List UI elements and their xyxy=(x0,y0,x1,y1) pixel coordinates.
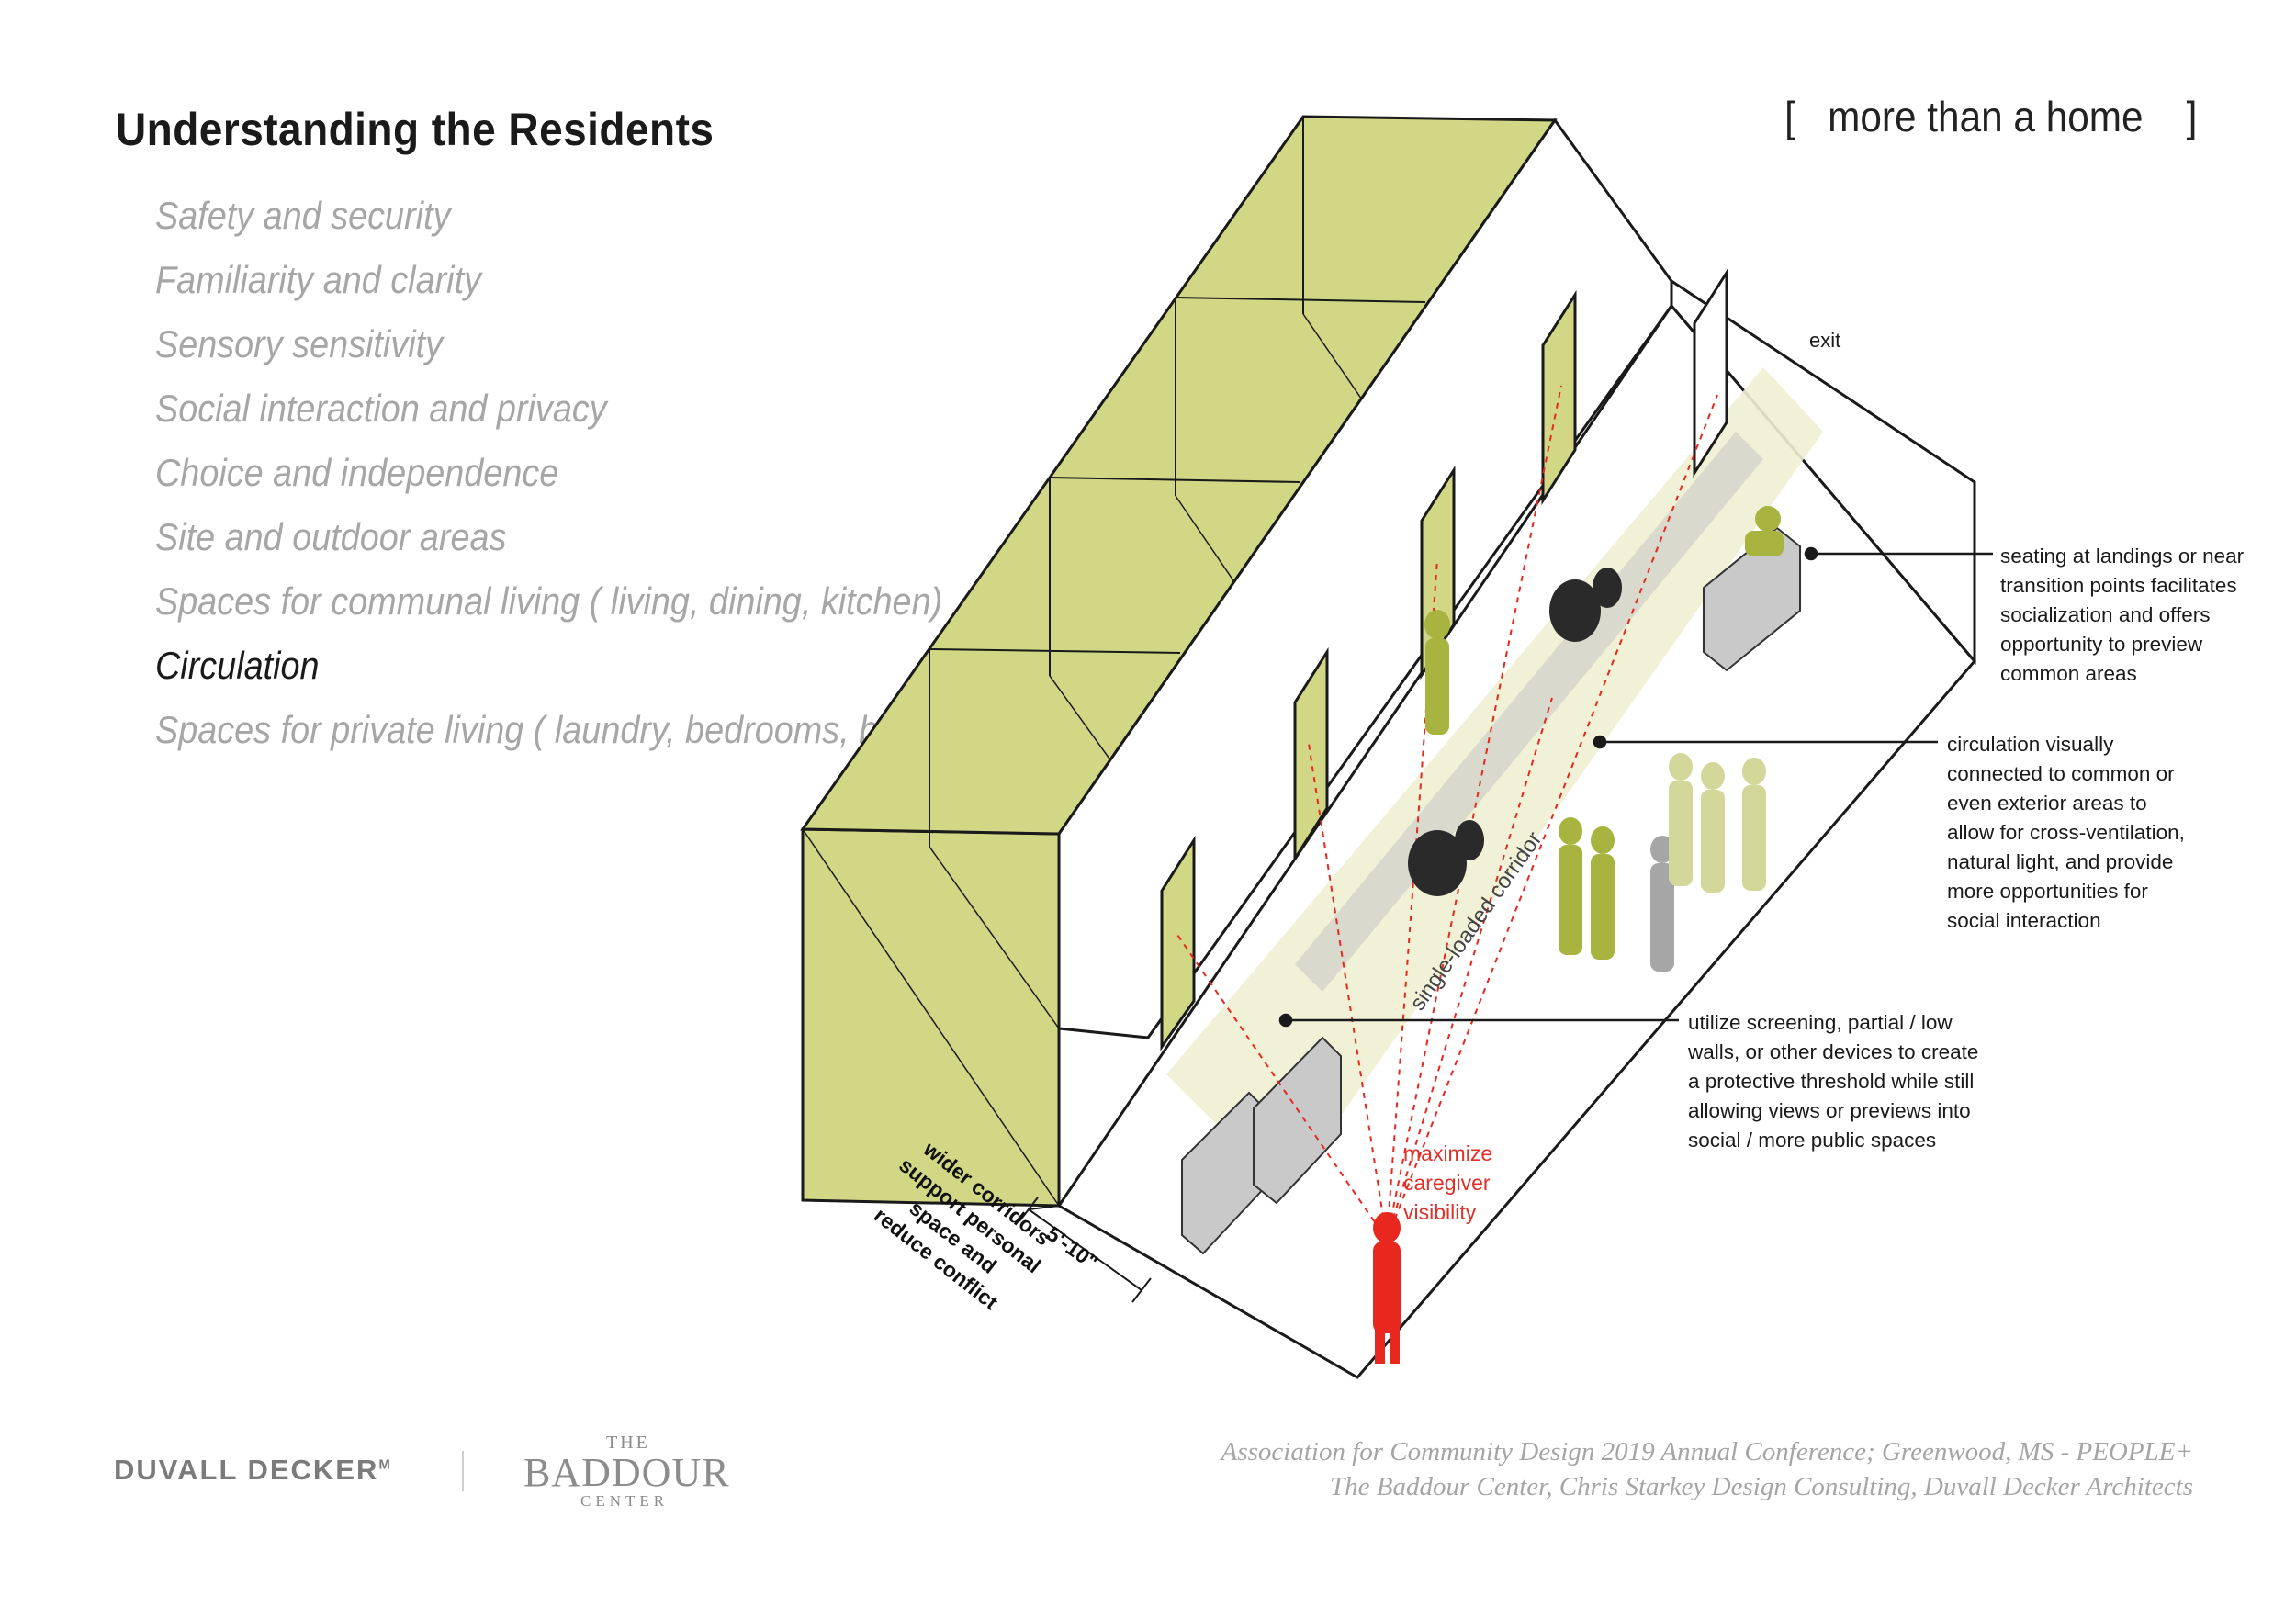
annotation-line: caregiver xyxy=(1403,1171,1491,1195)
annotation-line: seating at landings or near xyxy=(2000,545,2245,568)
topic-item: Safety and security xyxy=(155,194,451,237)
baddour-logo-name: BADDOUR xyxy=(523,1450,730,1495)
annotation-seating: seating at landings or near transition p… xyxy=(2000,542,2244,689)
leader-lines xyxy=(1278,546,1993,1028)
topic-item: Site and outdoor areas xyxy=(155,515,507,558)
exterior-wall xyxy=(1670,278,1976,666)
room-partition xyxy=(802,828,1060,1207)
topic-item-active: Circulation xyxy=(155,644,320,687)
annotation-line: a protective threshold while still xyxy=(1688,1070,1975,1093)
room-partition xyxy=(929,648,1181,654)
annotation-line: visibility xyxy=(1403,1200,1477,1224)
topic-item: Choice and independence xyxy=(155,451,559,494)
credits: Association for Community Design 2019 An… xyxy=(1221,1434,2193,1504)
annotation-screening: utilize screening, partial / low walls, … xyxy=(1688,1008,1978,1155)
annotation-line: walls, or other devices to create xyxy=(1688,1040,1979,1063)
duvall-decker-logo: DUVALL DECKERM xyxy=(114,1454,392,1487)
person-light xyxy=(1701,790,1725,893)
room-partition xyxy=(1175,297,1426,303)
annotation-line: circulation visually xyxy=(1947,733,2114,756)
annotation-line: utilize screening, partial / low xyxy=(1688,1011,1953,1034)
topic-list: Safety and security Familiarity and clar… xyxy=(155,184,1030,762)
bench-set xyxy=(1181,526,1801,1255)
annotation-line: social / more public spaces xyxy=(1688,1129,1937,1152)
duvall-decker-mark: M xyxy=(378,1456,392,1473)
duvall-decker-wordmark: DUVALL DECKER xyxy=(114,1454,379,1486)
person-light xyxy=(1669,781,1693,886)
annotation-line: maximize xyxy=(1403,1141,1493,1165)
annotation-line: more opportunities for xyxy=(1947,880,2148,903)
person-light xyxy=(1669,753,1693,781)
annotation-line: allowing views or previews into xyxy=(1688,1099,1971,1122)
person-green xyxy=(1424,610,1450,639)
person-green xyxy=(1559,817,1582,845)
annotation-caregiver: maximize caregiver visibility xyxy=(1403,1139,1492,1227)
annotation-line: allow for cross-ventilation, xyxy=(1947,821,2185,844)
person-seated xyxy=(1745,531,1784,556)
exit-label: exit xyxy=(1809,329,1841,352)
caregiver-figure xyxy=(1390,1322,1400,1364)
person-green xyxy=(1425,638,1449,735)
door xyxy=(1693,267,1728,478)
credits-line: Association for Community Design 2019 An… xyxy=(1221,1437,2193,1467)
annotation-line: social interaction xyxy=(1947,909,2101,932)
annotation-line: natural light, and provide xyxy=(1947,850,2174,873)
bench xyxy=(1253,1036,1342,1205)
page-title: Understanding the Residents xyxy=(116,104,715,155)
room-partition xyxy=(929,846,1060,1029)
person-seated xyxy=(1755,506,1781,532)
sightlines xyxy=(1175,385,1718,1241)
door xyxy=(1541,289,1577,506)
person-green xyxy=(1591,854,1615,960)
person-light xyxy=(1742,785,1766,891)
person-grey xyxy=(1650,863,1674,972)
person-green xyxy=(1559,845,1582,955)
dimension-line xyxy=(1019,1197,1152,1303)
tagline: [ more than a home ] xyxy=(1784,93,2197,140)
annotation-line: common areas xyxy=(2000,662,2137,685)
annotation-line: socialization and offers xyxy=(2000,603,2211,626)
person-grey xyxy=(1650,836,1674,863)
annotation-line: connected to common or xyxy=(1947,762,2175,785)
baddour-logo-the: THE xyxy=(606,1433,650,1453)
door xyxy=(1160,835,1196,1051)
credits-line: The Baddour Center, Chris Starkey Design… xyxy=(1330,1472,2193,1501)
caregiver-figure xyxy=(1373,1242,1401,1333)
annotation-line: opportunity to preview xyxy=(2000,633,2203,656)
wheelchair-icon xyxy=(1408,568,1622,896)
annotation-line: even exterior areas to xyxy=(1947,792,2147,815)
baddour-logo-center: CENTER xyxy=(580,1492,670,1510)
topic-item: Social interaction and privacy xyxy=(155,387,607,430)
person-green xyxy=(1591,826,1615,854)
topic-item: Spaces for communal living ( living, din… xyxy=(155,579,943,623)
annotation-circulation: circulation visually connected to common… xyxy=(1947,730,2185,936)
topic-item: Sensory sensitivity xyxy=(155,322,444,365)
resident-figures xyxy=(1373,506,1784,1364)
logo-divider xyxy=(462,1451,464,1491)
bench xyxy=(1703,526,1801,672)
annotation-line: transition points facilitates xyxy=(2000,574,2237,597)
caregiver-figure xyxy=(1373,1212,1401,1243)
topic-item: Spaces for private living ( laundry, bed… xyxy=(155,708,907,751)
person-light xyxy=(1701,762,1725,790)
topic-item: Familiarity and clarity xyxy=(155,258,481,301)
caregiver-figure xyxy=(1375,1322,1385,1364)
person-light xyxy=(1742,758,1766,785)
